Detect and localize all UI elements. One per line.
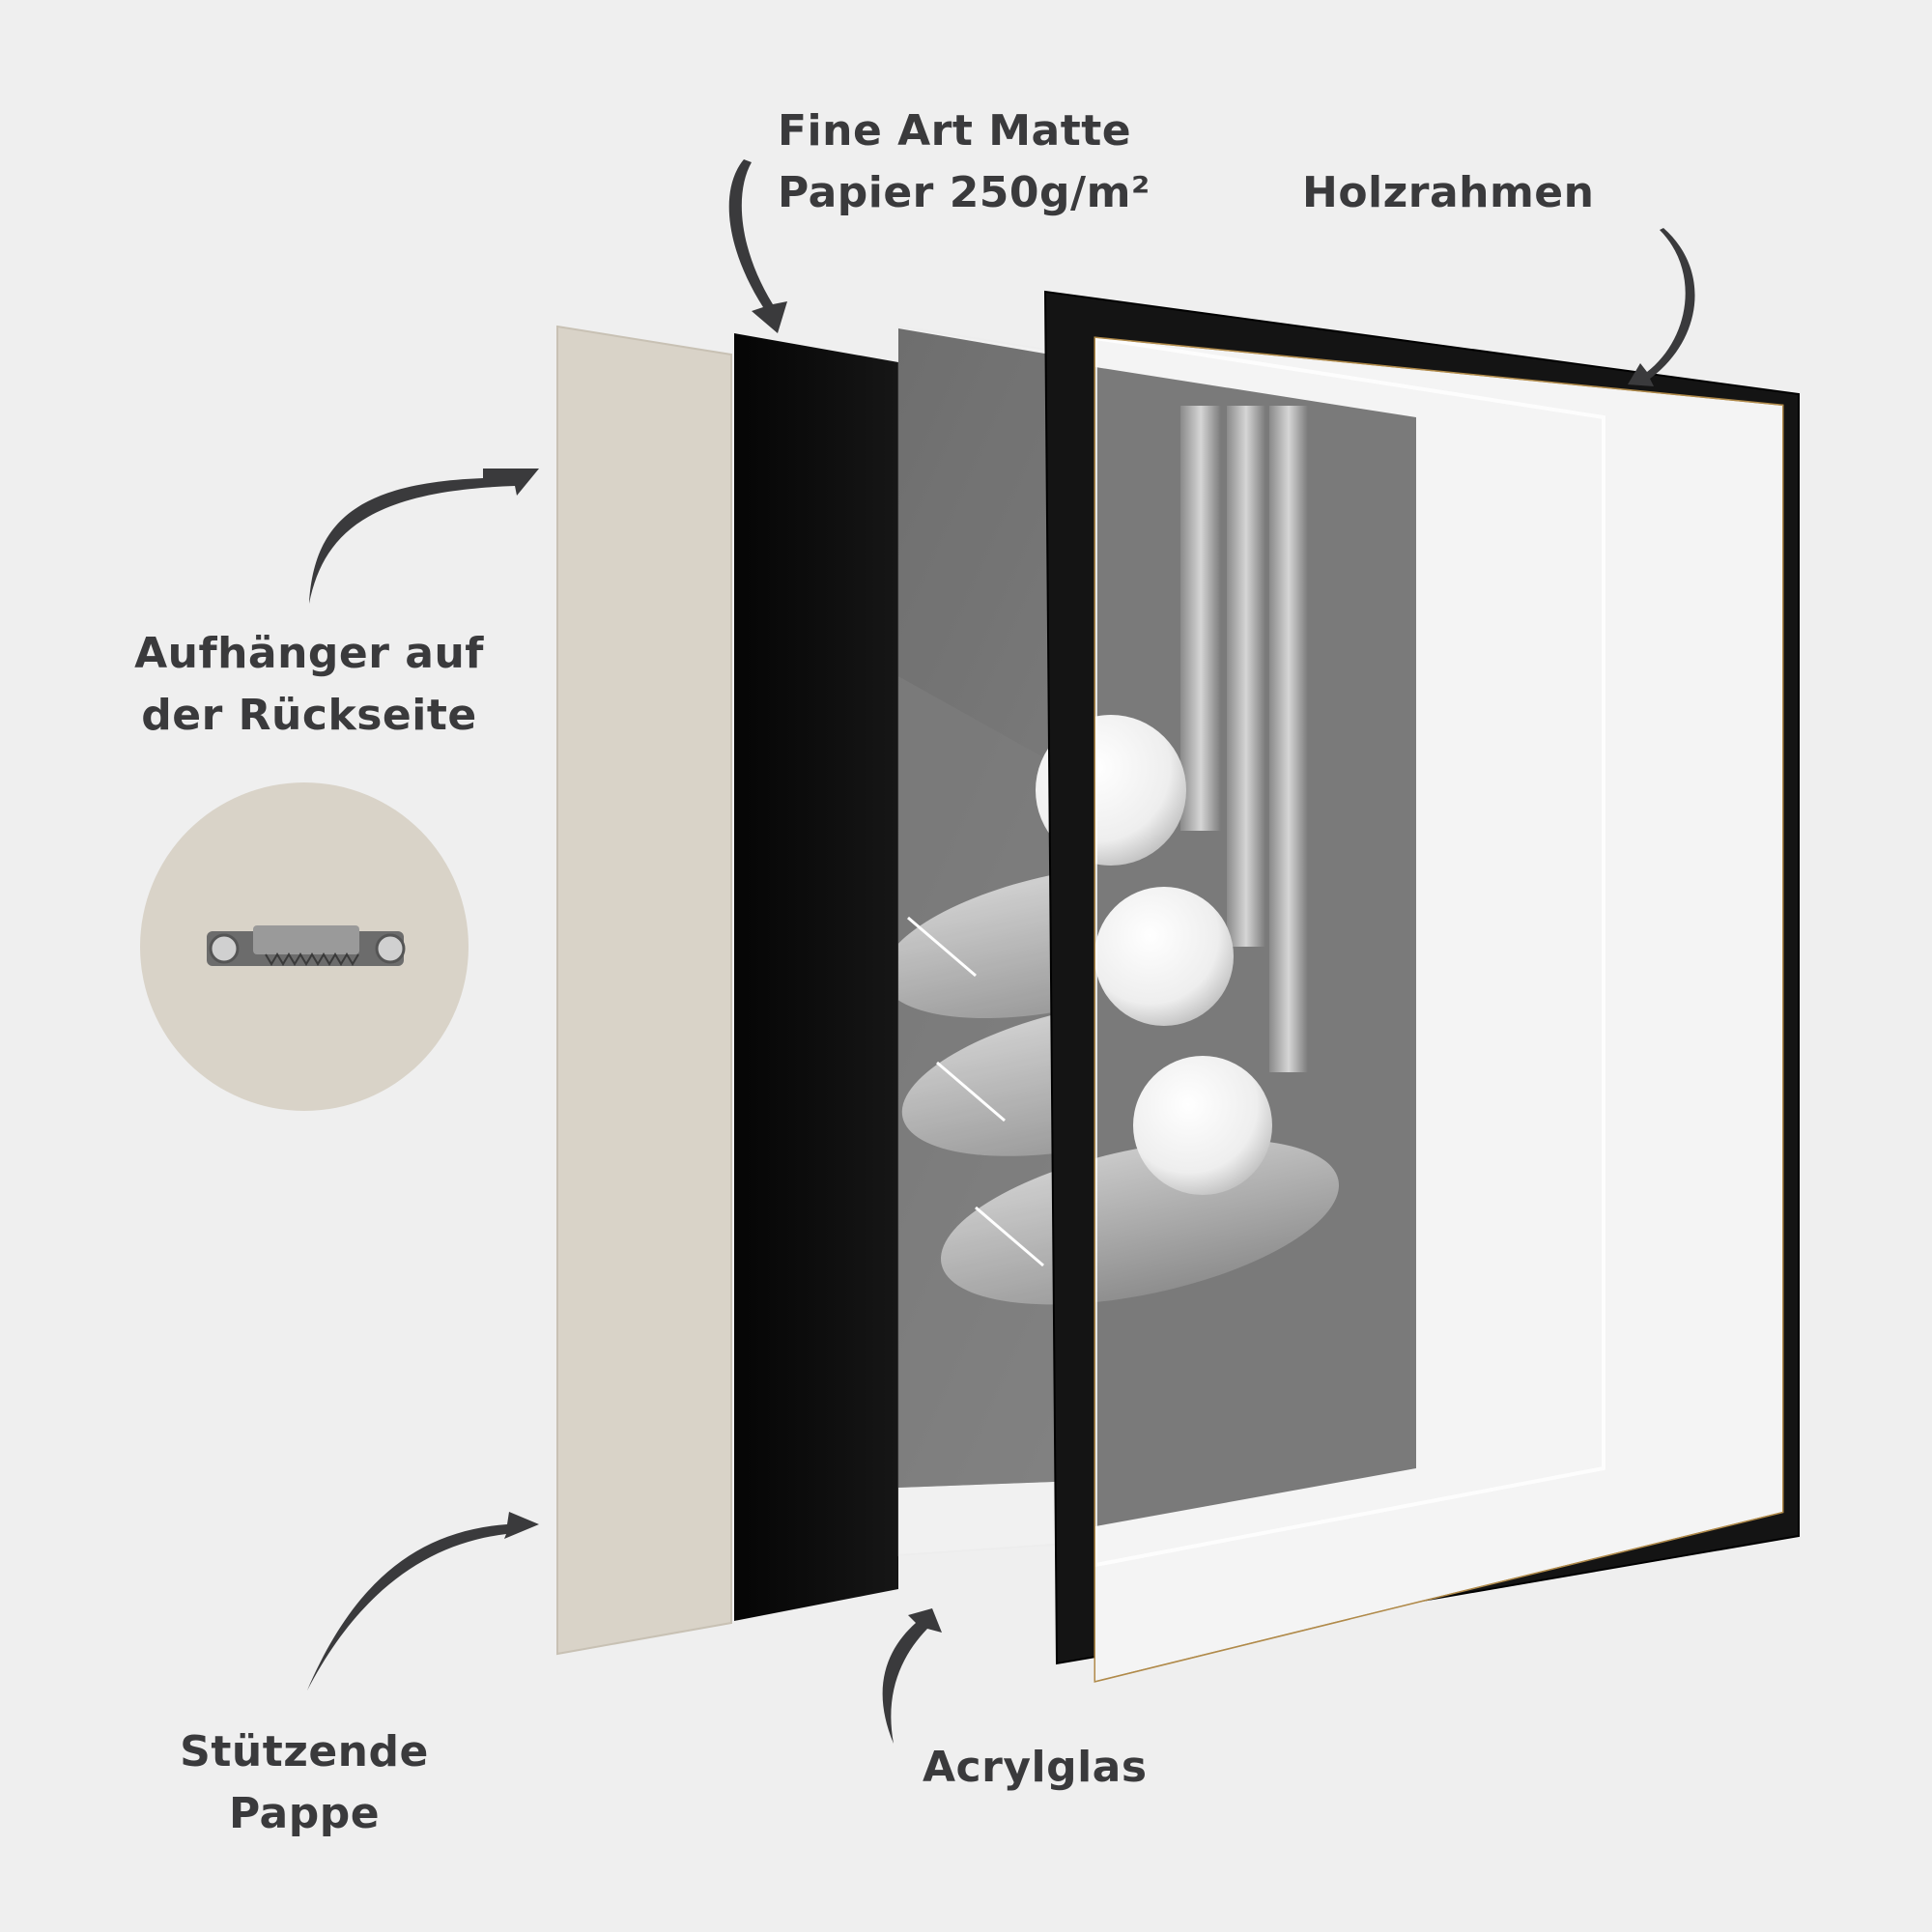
label-paper: Fine Art Matte Papier 250g/m²	[778, 100, 1151, 224]
label-frame-line1: Holzrahmen	[1302, 168, 1595, 217]
label-backing-line2: Pappe	[228, 1789, 381, 1838]
arrow-backing-icon	[307, 1512, 539, 1690]
arrow-frame-icon	[1628, 228, 1695, 386]
label-paper-line1: Fine Art Matte	[778, 106, 1132, 156]
fine-art-paper-layer	[734, 333, 898, 1621]
label-backing: Stützende Pappe	[150, 1721, 459, 1845]
annotation-arrows	[307, 159, 1695, 1744]
wooden-frame	[1043, 290, 1800, 1683]
arrow-glass-icon	[882, 1608, 942, 1744]
label-backing-line1: Stützende	[180, 1727, 429, 1776]
label-glass-line1: Acrylglas	[923, 1743, 1148, 1792]
sawtooth-hanger-icon	[207, 925, 406, 966]
hanger-detail	[140, 782, 469, 1111]
label-hanger-line2: der Rückseite	[141, 691, 477, 740]
label-hanger-line1: Aufhänger auf	[134, 629, 484, 678]
arrow-hanger-icon	[309, 469, 539, 604]
label-frame: Holzrahmen	[1302, 162, 1594, 224]
label-glass: Acrylglas	[923, 1737, 1148, 1799]
label-hanger: Aufhänger auf der Rückseite	[106, 623, 512, 747]
backing-cardboard-layer	[556, 325, 732, 1656]
framed-artwork-visible	[1095, 406, 1340, 1305]
label-paper-line2: Papier 250g/m²	[778, 168, 1151, 217]
arrow-paper-icon	[728, 159, 787, 333]
